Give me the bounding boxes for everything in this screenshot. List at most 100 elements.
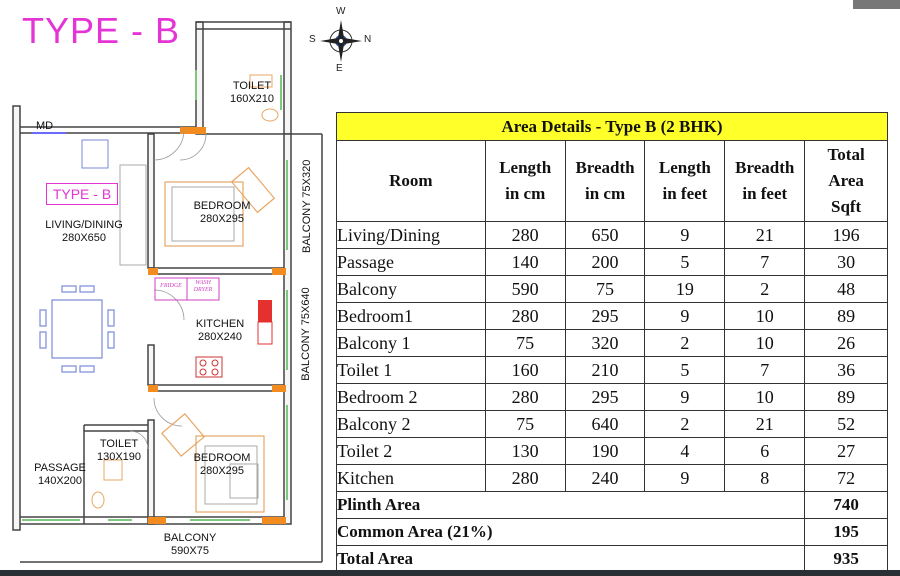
cell-length-cm: 140 xyxy=(484,248,566,276)
header-breadth-cm-1: Breadth xyxy=(575,158,635,177)
cell-sqft: 27 xyxy=(804,437,888,465)
header-length-ft: Length in feet xyxy=(644,140,726,222)
header-length-ft-1: Length xyxy=(658,158,711,177)
cell-breadth-cm: 190 xyxy=(564,437,646,465)
cell-sqft: 26 xyxy=(804,329,888,357)
cell-breadth-cm: 240 xyxy=(564,464,646,492)
toilet2-label: TOILET 130X190 xyxy=(90,438,148,464)
cell-breadth-cm: 75 xyxy=(564,275,646,303)
area-details-table: Area Details - Type B (2 BHK) Room Lengt… xyxy=(335,112,888,573)
header-total: Total Area Sqft xyxy=(804,140,888,222)
table-row: Balcony 1 75 320 2 10 26 xyxy=(336,329,888,357)
cell-breadth-ft: 8 xyxy=(724,464,806,492)
cell-length-ft: 2 xyxy=(644,329,726,357)
cell-length-cm: 130 xyxy=(484,437,566,465)
header-breadth-cm: Breadth in cm xyxy=(564,140,646,222)
cell-length-ft: 4 xyxy=(644,437,726,465)
cell-breadth-ft: 10 xyxy=(724,302,806,330)
kitchen-size: 280X240 xyxy=(197,331,243,343)
cell-sqft: 89 xyxy=(804,383,888,411)
toilet-top-name: TOILET xyxy=(232,80,272,92)
cell-length-cm: 280 xyxy=(484,221,566,249)
cell-length-ft: 9 xyxy=(644,464,726,492)
header-total-1: Total xyxy=(827,145,865,164)
cell-length-cm: 75 xyxy=(484,410,566,438)
balcony-bottom-label: BALCONY 590X75 xyxy=(150,532,230,558)
living-size: 280X650 xyxy=(61,232,107,244)
cell-room: Toilet 1 xyxy=(336,356,486,384)
fridge-label: FRIDGE xyxy=(160,283,182,289)
compass-e: E xyxy=(336,63,343,74)
header-room: Room xyxy=(336,140,486,222)
balcony1-label: BALCONY 75X320 xyxy=(301,159,313,253)
common-value: 195 xyxy=(804,518,888,546)
cell-breadth-ft: 6 xyxy=(724,437,806,465)
kitchen-name: KITCHEN xyxy=(195,318,245,330)
cell-length-ft: 9 xyxy=(644,221,726,249)
cell-length-ft: 9 xyxy=(644,302,726,330)
compass-n: N xyxy=(364,34,372,45)
cell-length-cm: 280 xyxy=(484,464,566,492)
plan-type-tag: TYPE - B xyxy=(46,183,118,205)
passage-size: 140X200 xyxy=(37,475,83,487)
cell-room: Balcony xyxy=(336,275,486,303)
bedroom2-name: BEDROOM xyxy=(193,452,251,464)
passage-label: PASSAGE 140X200 xyxy=(30,462,90,488)
floor-plan xyxy=(12,21,323,563)
toilet-top-label: TOILET 160X210 xyxy=(222,80,282,106)
table-row: Toilet 2 130 190 4 6 27 xyxy=(336,437,888,465)
cell-sqft: 30 xyxy=(804,248,888,276)
header-length-ft-2: in feet xyxy=(662,184,708,203)
bedroom1-name: BEDROOM xyxy=(193,200,251,212)
cell-length-ft: 5 xyxy=(644,356,726,384)
cell-length-cm: 160 xyxy=(484,356,566,384)
bedroom2-label: BEDROOM 280X295 xyxy=(184,452,260,478)
cell-room: Balcony 2 xyxy=(336,410,486,438)
cell-room: Toilet 2 xyxy=(336,437,486,465)
cell-breadth-cm: 295 xyxy=(564,302,646,330)
cell-length-cm: 280 xyxy=(484,302,566,330)
toilet2-size: 130X190 xyxy=(96,451,142,463)
header-breadth-ft: Breadth in feet xyxy=(724,140,806,222)
passage-name: PASSAGE xyxy=(34,462,86,474)
total-label: Total Area xyxy=(335,545,806,573)
cell-sqft: 72 xyxy=(804,464,888,492)
cell-room: Balcony 1 xyxy=(336,329,486,357)
cell-breadth-ft: 10 xyxy=(724,383,806,411)
cell-breadth-cm: 320 xyxy=(564,329,646,357)
common-label: Common Area (21%) xyxy=(335,518,806,546)
plinth-label: Plinth Area xyxy=(335,491,806,519)
cell-breadth-cm: 200 xyxy=(564,248,646,276)
living-label: LIVING/DINING 280X650 xyxy=(30,219,138,245)
balcony-bottom-name: BALCONY xyxy=(163,532,217,544)
bedroom1-size: 280X295 xyxy=(199,213,245,225)
cell-room: Living/Dining xyxy=(336,221,486,249)
toilet-top-size: 160X210 xyxy=(229,93,275,105)
cell-breadth-cm: 650 xyxy=(564,221,646,249)
table-title: Area Details - Type B (2 BHK) xyxy=(336,112,888,141)
cell-length-cm: 75 xyxy=(484,329,566,357)
cell-breadth-ft: 21 xyxy=(724,410,806,438)
cell-sqft: 196 xyxy=(804,221,888,249)
bedroom1-label: BEDROOM 280X295 xyxy=(184,200,260,226)
cell-length-ft: 9 xyxy=(644,383,726,411)
header-breadth-cm-2: in cm xyxy=(584,184,626,203)
cell-sqft: 89 xyxy=(804,302,888,330)
cell-breadth-cm: 295 xyxy=(564,383,646,411)
cell-room: Bedroom1 xyxy=(336,302,486,330)
cell-sqft: 36 xyxy=(804,356,888,384)
table-row: Toilet 1 160 210 5 7 36 xyxy=(336,356,888,384)
header-breadth-ft-2: in feet xyxy=(742,184,788,203)
cell-room: Kitchen xyxy=(336,464,486,492)
cell-sqft: 48 xyxy=(804,275,888,303)
table-row: Kitchen 280 240 9 8 72 xyxy=(336,464,888,492)
header-breadth-ft-1: Breadth xyxy=(735,158,795,177)
toilet2-name: TOILET xyxy=(99,438,139,450)
table-row: Living/Dining 280 650 9 21 196 xyxy=(336,221,888,249)
cell-breadth-ft: 7 xyxy=(724,356,806,384)
living-name: LIVING/DINING xyxy=(45,219,123,231)
cell-breadth-cm: 210 xyxy=(564,356,646,384)
cell-breadth-ft: 21 xyxy=(724,221,806,249)
dryer-label: WASH DRYER xyxy=(193,280,213,293)
table-row: Bedroom 2 280 295 9 10 89 xyxy=(336,383,888,411)
